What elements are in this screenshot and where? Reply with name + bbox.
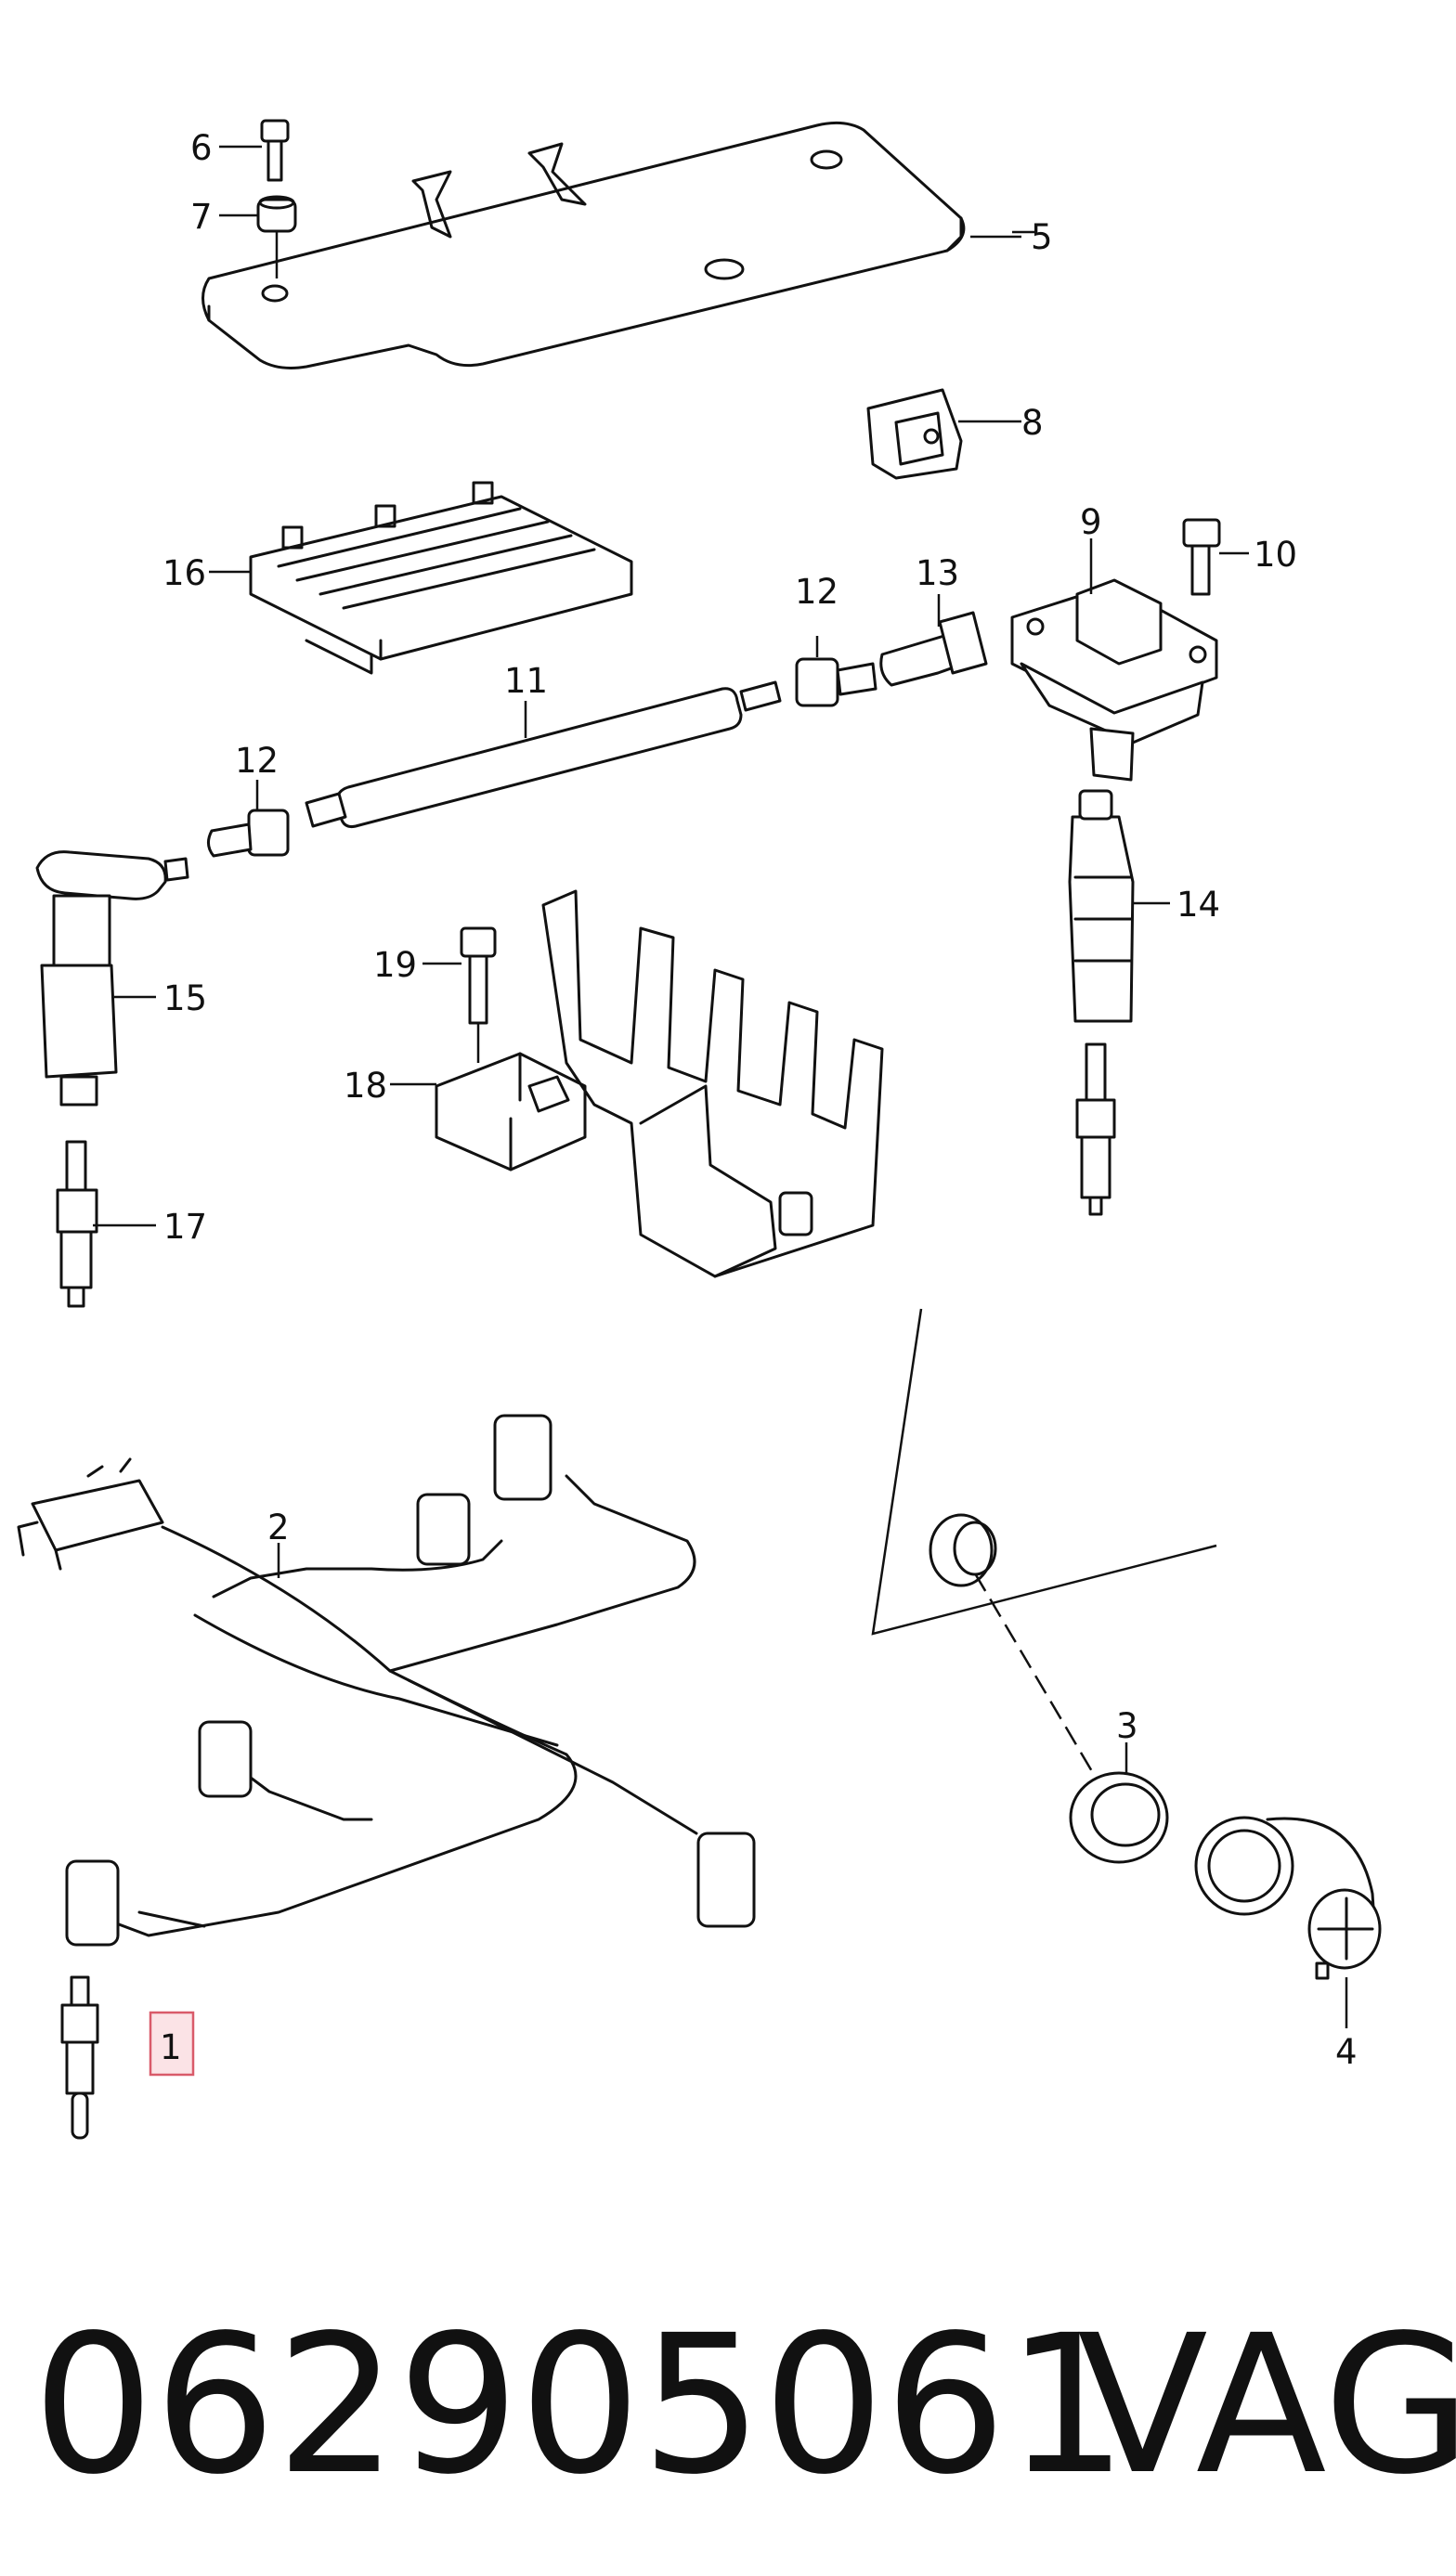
bracket-part-18 — [435, 1052, 587, 1171]
callout-12-right: 12 — [795, 572, 838, 612]
leader-lines — [93, 145, 1348, 2028]
part-number-text: 062905061 — [32, 2294, 1128, 2517]
brand-text: VAG — [1077, 2294, 1456, 2517]
callout-2: 2 — [267, 1508, 290, 1547]
callout-9: 9 — [1080, 502, 1102, 542]
detail-inset — [871, 1308, 1217, 1636]
spark-plug-right — [1075, 1042, 1116, 1216]
callout-7: 7 — [190, 197, 213, 237]
connector-part-12-left — [207, 809, 290, 858]
callout-18: 18 — [344, 1066, 387, 1106]
callout-5: 5 — [1031, 217, 1053, 257]
cover-plate-part — [202, 121, 966, 369]
callout-15: 15 — [163, 978, 207, 1018]
cap-part-4 — [1194, 1816, 1382, 1980]
callout-8: 8 — [1021, 403, 1044, 443]
highlighted-callout-box — [149, 2011, 195, 2077]
coil-boot-part-14 — [1068, 789, 1135, 1023]
connector-part-12-right — [795, 657, 878, 707]
callout-13: 13 — [916, 553, 959, 593]
callout-labels: 1 2 3 4 5 6 7 8 9 10 11 12 13 12 16 14 1… — [149, 128, 1358, 2077]
callout-12-left: 12 — [235, 741, 279, 781]
harness-boots — [65, 1414, 756, 1947]
callout-6: 6 — [190, 128, 213, 168]
callout-4: 4 — [1335, 2032, 1358, 2072]
rod-part-11 — [305, 680, 782, 828]
glow-plug-part-1 — [60, 1975, 99, 2140]
callout-1: 1 — [160, 2027, 182, 2067]
callout-11: 11 — [504, 661, 548, 701]
screw-part-6 — [260, 119, 290, 182]
bolt-part-10 — [1182, 518, 1221, 596]
grommet-part-7 — [256, 195, 297, 278]
plug-part-13 — [879, 611, 988, 687]
plug-connector-part-15 — [35, 850, 189, 1107]
grommet-part-3 — [929, 1513, 1169, 1864]
callout-19: 19 — [373, 945, 417, 985]
heat-shield-part-16 — [249, 481, 633, 675]
bracket-frame — [541, 889, 884, 1278]
callout-16: 16 — [162, 553, 206, 593]
callout-17: 17 — [163, 1207, 207, 1247]
wiring-harness-part-2 — [17, 1457, 698, 1937]
clip-part-8 — [866, 388, 963, 480]
callout-3: 3 — [1116, 1706, 1138, 1746]
spark-plug-part-17 — [56, 1140, 98, 1308]
ignition-coil-part-9 — [1010, 578, 1218, 782]
callout-14: 14 — [1176, 885, 1220, 925]
bolt-part-19 — [460, 926, 497, 1063]
callout-10: 10 — [1254, 535, 1297, 575]
